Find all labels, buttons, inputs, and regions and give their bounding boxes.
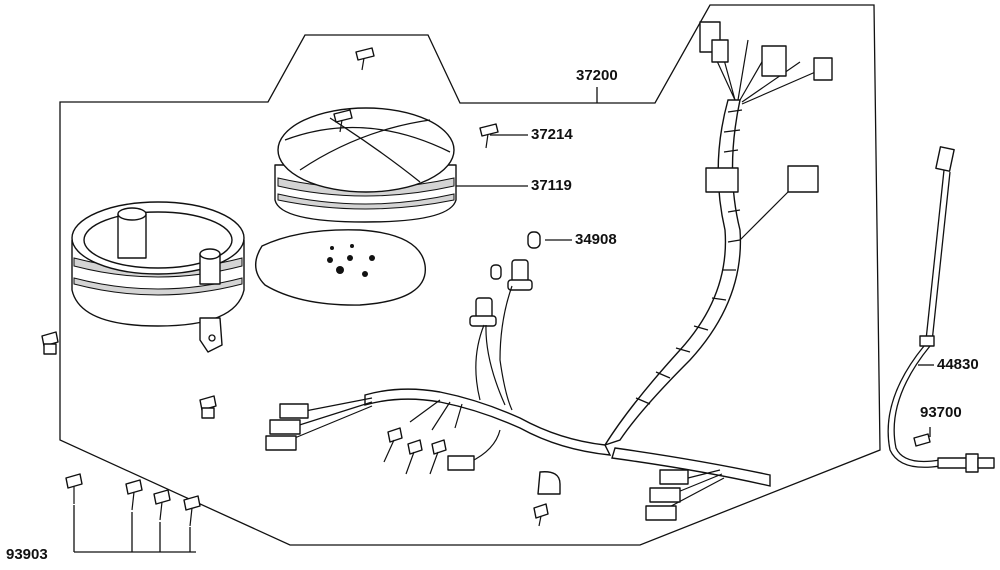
screw-set [65,473,201,527]
callout-screw-top: 37214 [531,126,573,143]
callout-cable-screw: 93700 [920,404,962,421]
callout-cable: 44830 [937,356,979,373]
cover-screws [333,47,499,149]
meter-cover [274,107,457,223]
callout-screws: 93903 [6,546,48,563]
bulbs-and-sockets [469,231,541,327]
harness-screws [383,427,561,527]
gasket [255,229,426,306]
speedometer-cable [887,146,995,473]
group-boundary [59,4,881,546]
callout-cover: 37119 [531,177,572,194]
leader-lines [73,87,934,553]
side-bolts [41,331,217,419]
callout-bulb: 34908 [575,231,617,248]
wiring-harness [265,21,833,521]
callout-harness: 37200 [576,67,618,84]
meter-housing [71,201,245,353]
